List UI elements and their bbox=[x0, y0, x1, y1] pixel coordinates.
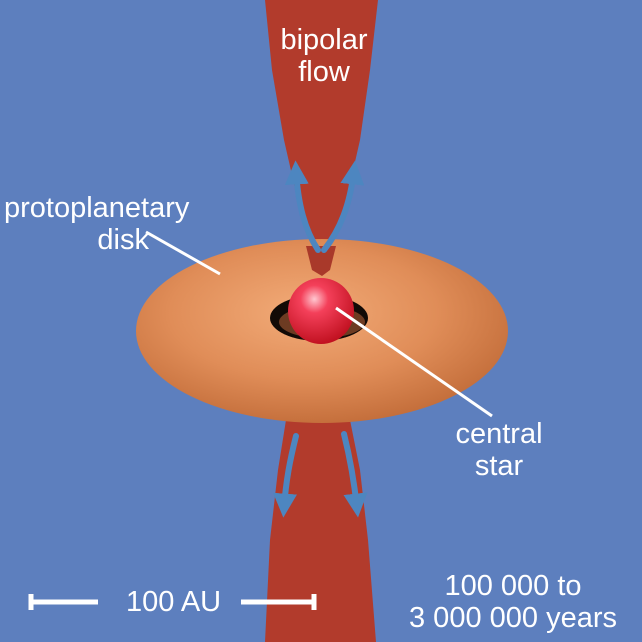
flow-arrows bbox=[273, 160, 368, 518]
upper-jet bbox=[265, 0, 378, 262]
lower-jet bbox=[265, 420, 376, 642]
bipolar-flow-line-1: bipolar bbox=[280, 24, 368, 56]
protoplanetary-disk-label: protoplanetary disk bbox=[4, 192, 226, 256]
scale-bar-label: 100 AU bbox=[126, 586, 222, 618]
bipolar-flow-label: bipolar flow bbox=[236, 24, 412, 88]
arrow-up-left-icon bbox=[284, 160, 321, 253]
star-leader-line bbox=[335, 306, 493, 418]
star-label-line-2: star bbox=[474, 450, 524, 482]
timescale-line-1: 100 000 to bbox=[444, 570, 582, 602]
star-label-line-1: central bbox=[455, 418, 543, 450]
arrow-down-right-icon bbox=[341, 431, 368, 518]
central-star-label: central star bbox=[438, 418, 560, 482]
disk-label-line-1: protoplanetary bbox=[4, 192, 190, 224]
scale-bar bbox=[28, 594, 317, 610]
bipolar-flow-line-2: flow bbox=[298, 56, 350, 88]
disk-label-line-2: disk bbox=[97, 224, 149, 256]
timescale-line-2: 3 000 000 years bbox=[409, 602, 617, 634]
arrow-up-right-icon bbox=[321, 160, 365, 253]
timescale-label: 100 000 to 3 000 000 years bbox=[398, 570, 628, 634]
arrow-down-left-icon bbox=[273, 433, 299, 518]
jet-base bbox=[306, 246, 336, 276]
central-star bbox=[288, 278, 354, 344]
disk-leader-line bbox=[145, 230, 221, 276]
